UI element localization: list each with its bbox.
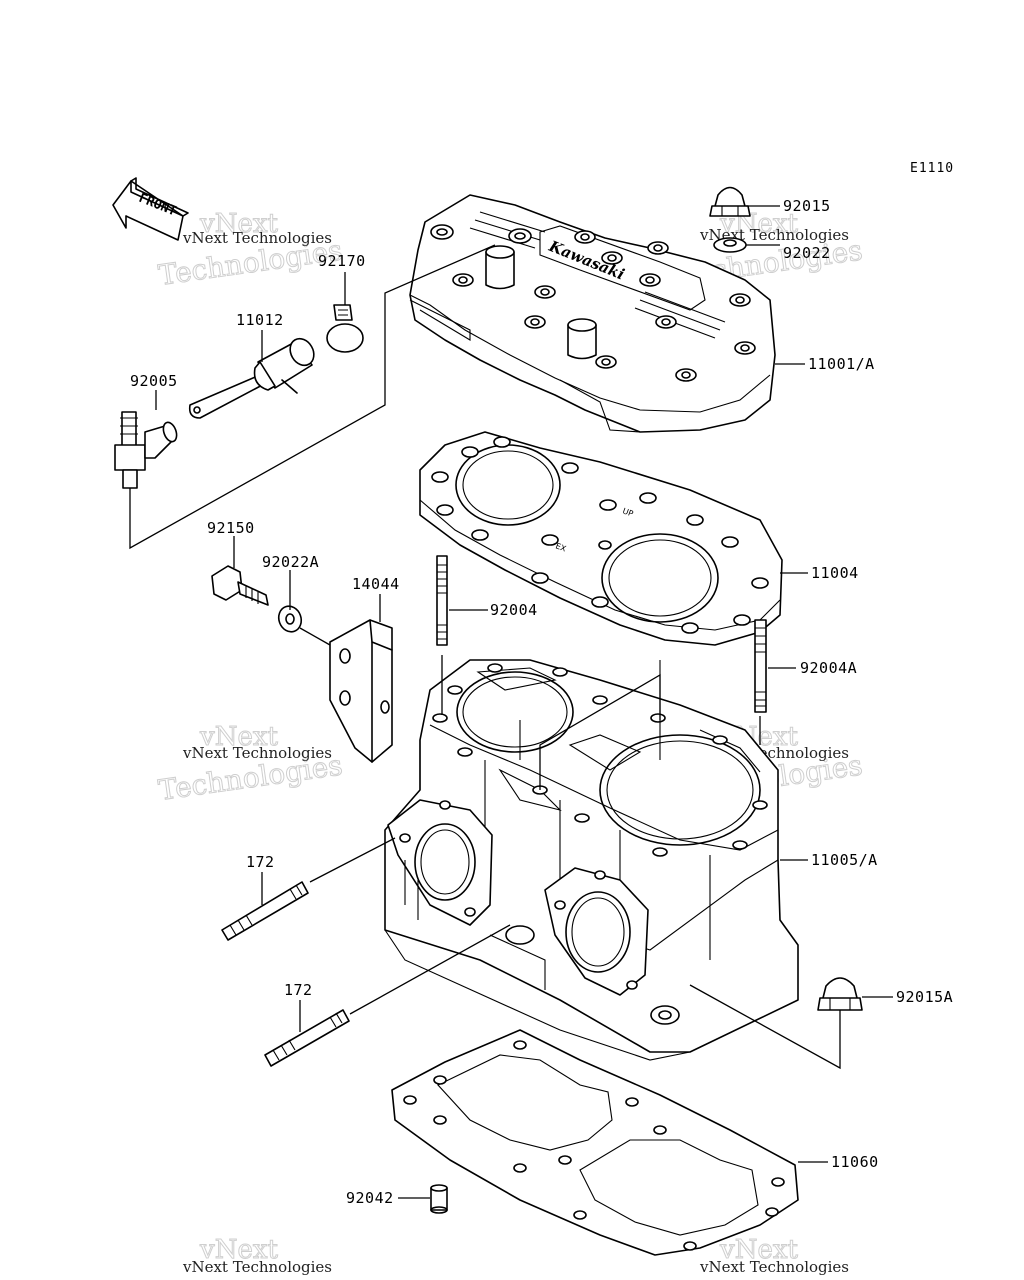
bolt-part (211, 565, 269, 606)
watermark-bottom-right: vNext vNext Technologies (699, 1235, 849, 1277)
callout-92022: 92022 (783, 244, 831, 262)
stud-172-upper-part (221, 881, 309, 941)
stud-92004-part (436, 555, 448, 646)
hose-clamp-part (326, 304, 364, 353)
callout-92042: 92042 (346, 1189, 394, 1207)
callout-92015a: 92015A (896, 988, 953, 1006)
head-gasket-part: UP EX (419, 431, 783, 646)
water-pipe-part (188, 337, 315, 419)
watermark-top-left: vNext Technologies vNext Technologies (156, 209, 345, 293)
callout-92015: 92015 (783, 197, 831, 215)
callout-11001a: 11001/A (808, 355, 875, 373)
callout-14044: 14044 (352, 575, 400, 593)
callout-92170: 92170 (318, 252, 366, 270)
stud-92004a-part (754, 619, 767, 713)
callout-11005a: 11005/A (811, 851, 878, 869)
base-gasket-part (391, 1029, 799, 1256)
callout-92005: 92005 (130, 372, 178, 390)
callout-92004: 92004 (490, 601, 538, 619)
diagram-code: E1110 (910, 161, 954, 176)
watermark-mid-left: vNext Technologies vNext Technologies (156, 722, 345, 808)
watermark-caption: vNext Technologies (182, 229, 332, 247)
cylinder-head-part: Kawasaki (409, 194, 776, 433)
ex-marking: EX (554, 541, 567, 553)
washer-part (713, 237, 747, 253)
front-arrow-icon: FRONT (112, 177, 189, 241)
washer-92022a-part (277, 605, 303, 633)
up-marking: UP (621, 506, 634, 518)
watermark-line1: vNext (199, 209, 278, 239)
callout-11004: 11004 (811, 564, 859, 582)
cylinder-block-part (384, 659, 799, 1061)
watermark-line1: vNext (199, 1235, 278, 1265)
watermark-caption: vNext Technologies (699, 1258, 849, 1276)
callout-11012: 11012 (236, 311, 284, 329)
callout-172-upper: 172 (246, 853, 275, 871)
nipple-fitting-part (114, 411, 178, 489)
watermark-caption: vNext Technologies (182, 744, 332, 762)
callout-11060: 11060 (831, 1153, 879, 1171)
callout-172-lower: 172 (284, 981, 313, 999)
cap-nut-92015a-part (817, 977, 863, 1011)
stud-172-lower-part (264, 1009, 350, 1067)
bracket-part (329, 619, 393, 763)
cap-nut-part (709, 186, 751, 217)
callout-92004a: 92004A (800, 659, 857, 677)
watermark-line1: vNext (199, 722, 278, 752)
leader-lines (129, 205, 893, 1199)
watermark-caption: vNext Technologies (182, 1258, 332, 1276)
watermark-bottom-left: vNext vNext Technologies (182, 1235, 332, 1277)
callout-92022a: 92022A (262, 553, 319, 571)
watermark-line1: vNext (719, 1235, 798, 1265)
dowel-pin-part (430, 1184, 448, 1214)
callout-92150: 92150 (207, 519, 255, 537)
